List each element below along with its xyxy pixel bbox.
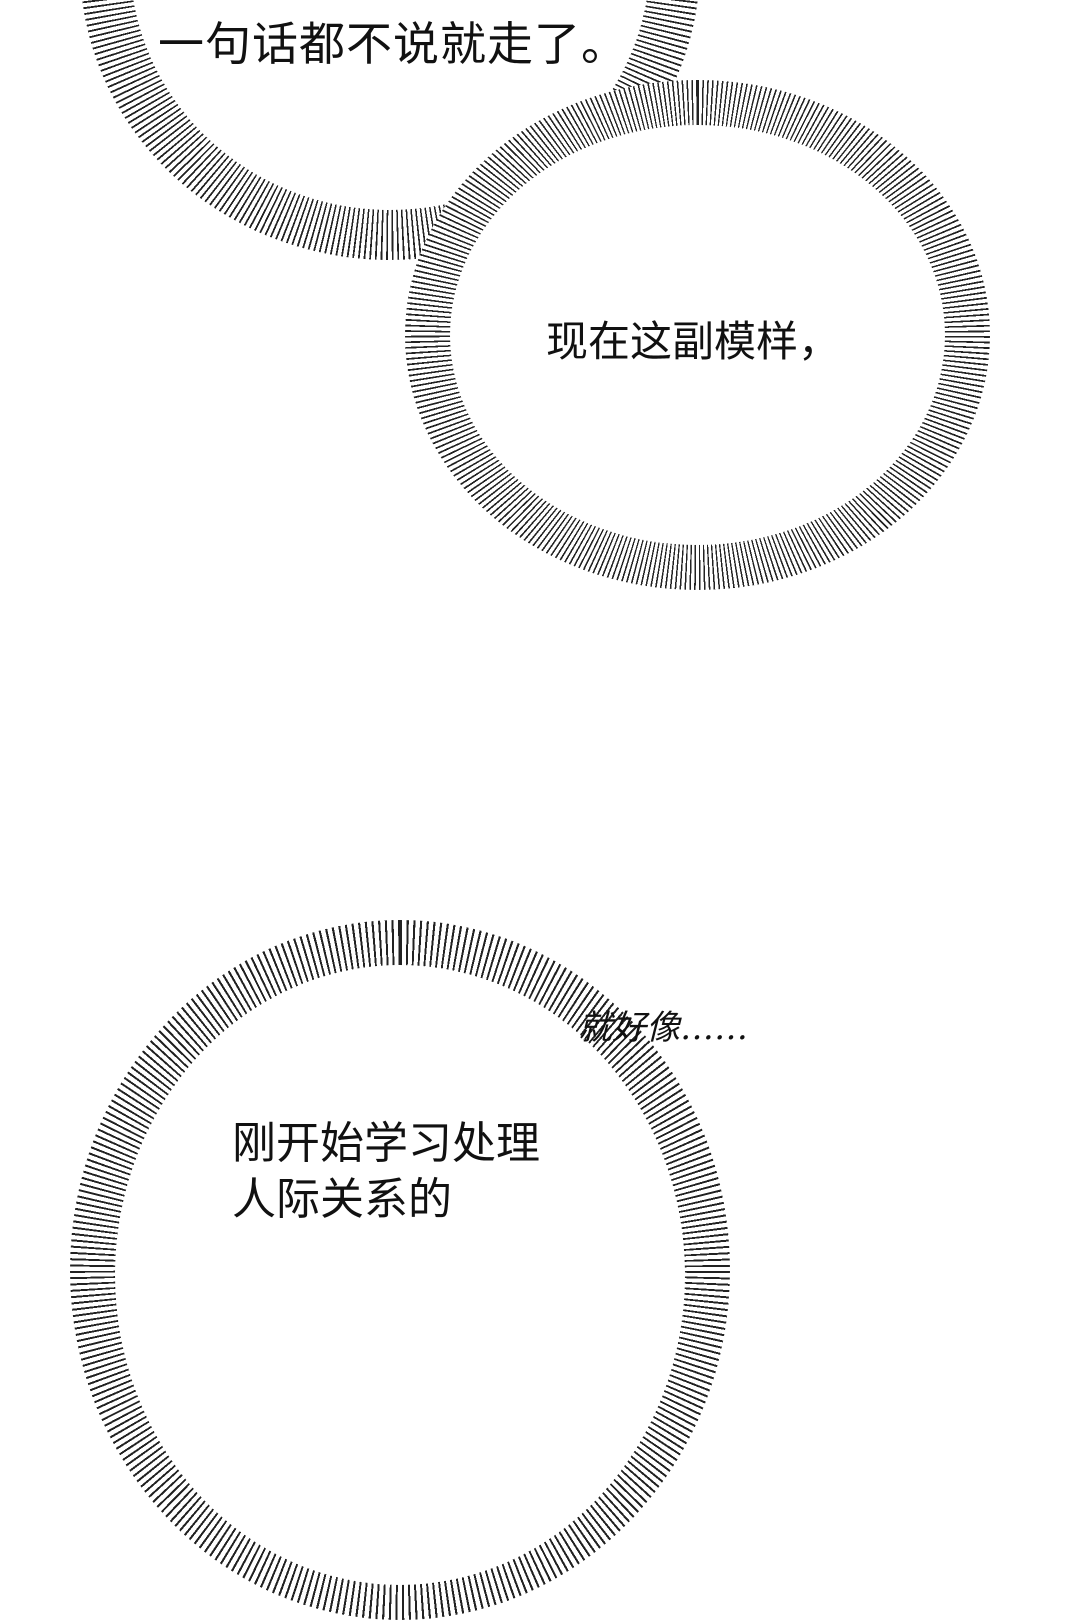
aside-text: 就好像…… [578, 1008, 748, 1048]
dialogue-text-3: 刚开始学习处理 人际关系的 [232, 1116, 612, 1228]
thought-bubble-bottom [115, 965, 685, 1585]
thought-bubble-middle [450, 125, 945, 545]
dialogue-text-1: 一句话都不说就走了。 [158, 17, 628, 71]
dialogue-line-2: 人际关系的 [232, 1174, 452, 1225]
dialogue-line-1: 刚开始学习处理 [232, 1118, 540, 1169]
dialogue-text-2: 现在这副模样， [546, 317, 841, 366]
